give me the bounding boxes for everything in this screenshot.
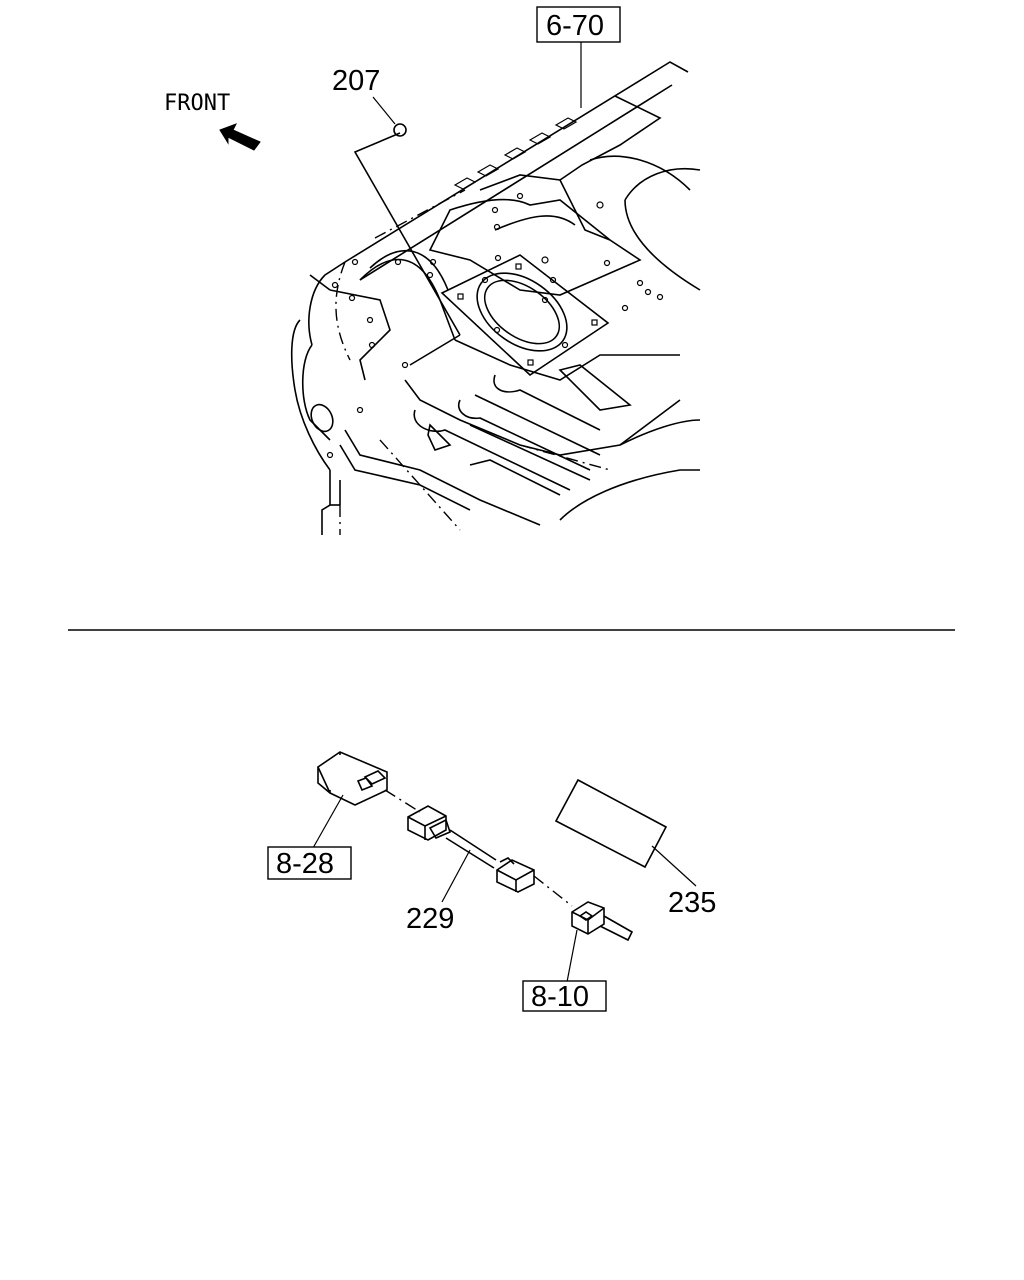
label-sticker-235 [554, 778, 668, 869]
reference-label-8-10: 8-10 [531, 981, 589, 1013]
arrow-up-left-icon [219, 123, 261, 151]
connector-block [571, 901, 634, 942]
front-label: FRONT [164, 91, 230, 116]
part-label-235: 235 [668, 887, 716, 919]
reference-label-6-70: 6-70 [546, 10, 604, 42]
relay-block [316, 751, 388, 806]
reference-box-8-28[interactable]: 8-28 [267, 846, 352, 880]
reference-label-8-28: 8-28 [276, 848, 334, 880]
reference-box-8-10[interactable]: 8-10 [522, 980, 607, 1013]
part-label-229: 229 [406, 903, 454, 935]
reference-box-6-70[interactable]: 6-70 [536, 6, 621, 43]
part-label-207: 207 [332, 65, 380, 97]
harness-229 [407, 805, 535, 893]
floor-panel-drawing [290, 42, 701, 535]
